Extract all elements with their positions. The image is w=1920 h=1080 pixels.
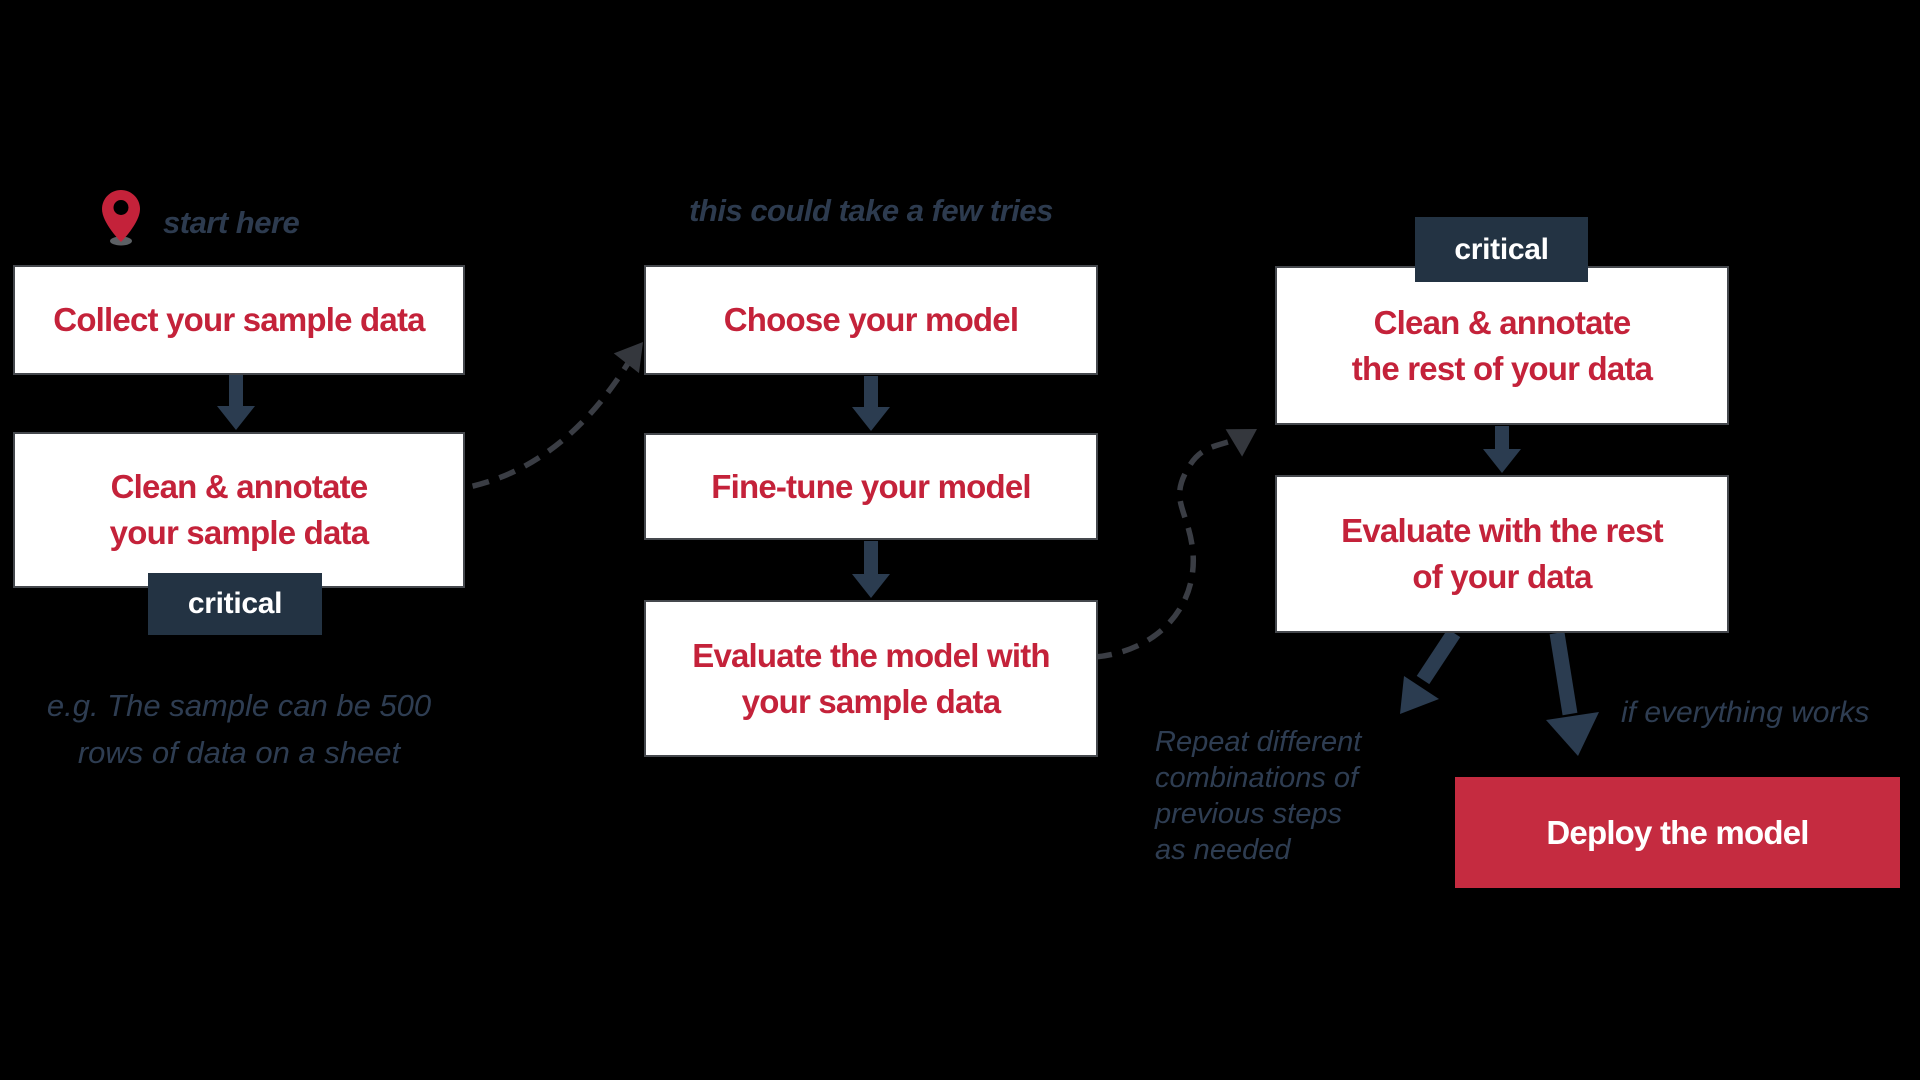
step-label: Clean & annotate — [110, 468, 369, 505]
dashed-curve — [444, 353, 636, 494]
step-label: Evaluate with the rest — [1341, 512, 1663, 549]
dashed-arrow-clean-to-choose — [444, 342, 643, 494]
step-label: the rest of your data — [1351, 349, 1653, 387]
arrow-evaluaterest-to-repeat — [1400, 628, 1461, 714]
note-line: e.g. The sample can be 500 — [46, 688, 432, 723]
location-pin-icon — [102, 190, 140, 246]
step-evaluate-rest: Evaluate with the rest of your data — [1275, 475, 1729, 633]
step-label: Evaluate the model with — [692, 636, 1050, 674]
arrow-collect-to-clean — [217, 374, 255, 430]
arrow-head — [613, 342, 643, 374]
step-evaluate-sample: Evaluate the model with your sample data — [644, 600, 1098, 757]
note-line: combinations of — [1155, 762, 1359, 794]
note-line: rows of data on a sheet — [77, 735, 401, 770]
dashed-curve — [1094, 437, 1235, 660]
step-clean-annotate-sample: Clean & annotate your sample data — [13, 432, 465, 588]
step-deploy-model: Deploy the model — [1455, 777, 1900, 888]
takes-tries-label: this could take a few tries — [689, 193, 1053, 228]
note-line: previous steps — [1155, 798, 1342, 830]
step-clean-annotate-rest: Clean & annotate the rest of your data — [1275, 266, 1729, 425]
note-line: Repeat different — [1155, 726, 1362, 758]
arrow-choose-to-finetune — [852, 376, 890, 431]
step-finetune-model: Fine-tune your model — [644, 433, 1098, 540]
if-everything-works-note: if everything works — [1621, 696, 1870, 729]
arrow-shaft — [1549, 631, 1578, 716]
badge-label: critical — [187, 587, 283, 620]
step-label: your sample data — [741, 682, 1001, 720]
repeat-steps-note: Repeat different combinations of previou… — [1155, 724, 1361, 868]
arrow-cleanrest-to-evaluaterest — [1483, 426, 1521, 473]
step-label: Collect your sample data — [53, 301, 425, 338]
step-label: Deploy the model — [1546, 813, 1809, 851]
step-label: of your data — [1412, 558, 1592, 595]
arrow-head — [1400, 676, 1439, 714]
step-label: Clean & annotate — [1373, 303, 1632, 341]
note-line: as needed — [1155, 834, 1291, 866]
arrow-head — [1225, 429, 1257, 457]
step-label: your sample data — [109, 514, 369, 551]
step-collect-sample-data: Collect your sample data — [13, 265, 465, 375]
step-label: Fine-tune your model — [711, 467, 1031, 505]
critical-badge-right: critical — [1415, 217, 1588, 282]
arrow-evaluaterest-to-deploy — [1546, 631, 1599, 756]
arrow-shaft — [1416, 628, 1461, 685]
sample-size-note: e.g. The sample can be 500 rows of data … — [13, 682, 465, 776]
step-choose-model: Choose your model — [644, 265, 1098, 375]
pin-body — [102, 190, 140, 242]
step-label: Choose your model — [723, 301, 1019, 338]
arrow-finetune-to-evaluate — [852, 541, 890, 598]
pin-hole — [113, 200, 129, 215]
arrow-head — [1546, 712, 1599, 756]
critical-badge-left: critical — [148, 573, 322, 635]
start-here-label: start here — [163, 205, 300, 240]
dashed-arrow-evaluate-to-cleanrest — [1094, 429, 1257, 660]
badge-label: critical — [1454, 232, 1549, 266]
